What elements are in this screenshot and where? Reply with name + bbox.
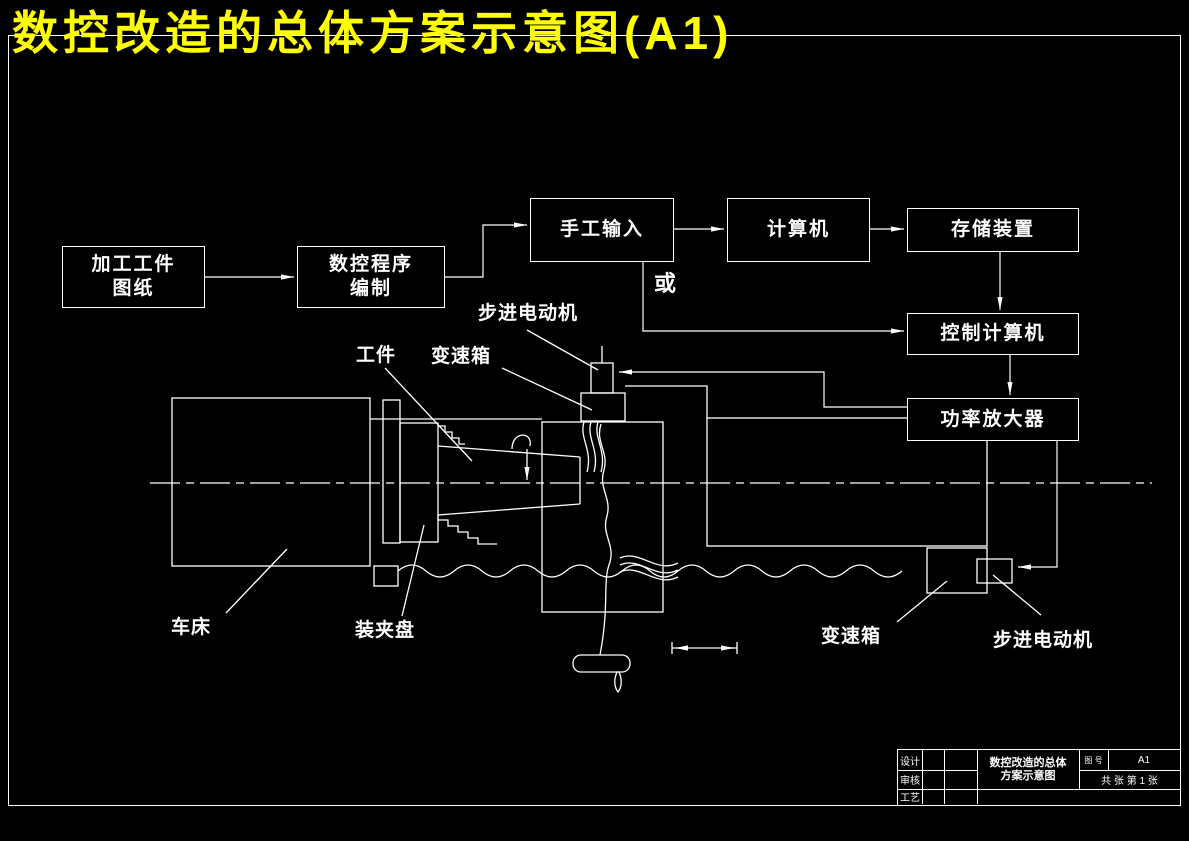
title-block-no-label: 图 号 (1084, 755, 1103, 765)
title-block-drawing-name: 数控改造的总体 方案示意图 (989, 756, 1067, 782)
label-chuck: 装夹盘 (355, 620, 416, 641)
drawing-title: 数控改造的总体方案示意图(A1) (12, 7, 734, 59)
vertical-break-wave (598, 423, 612, 656)
flow-box-control-computer: 控制计算机 (907, 313, 1079, 355)
or-label: 或 (654, 271, 678, 296)
chuck-backplate (382, 399, 401, 544)
flow-box-text: 手工输入 (559, 219, 644, 240)
jaw-steps-bottom (437, 514, 497, 545)
label-gearbox-bottom: 变速箱 (821, 626, 882, 647)
flow-box-text: 编制 (349, 278, 392, 299)
title-block-process: 工艺 (900, 793, 920, 804)
rotation-hook (511, 434, 531, 450)
drawing-border (8, 35, 1181, 806)
lathe-bed (706, 417, 988, 547)
flow-box-text: 存储装置 (950, 219, 1035, 240)
flow-arrows (203, 222, 1058, 570)
feed-gearbox (926, 547, 988, 594)
title-block-sheets: 共 张 第 1 张 (1101, 776, 1158, 787)
headstock (171, 397, 371, 567)
title-block: 设计 审核 工艺 数控改造的总体 方案示意图 图 号 A1 共 张 第 1 张 (897, 749, 1181, 806)
stepper-motor-bottom (976, 558, 1013, 584)
title-block-check: 审核 (900, 776, 920, 787)
title-block-no-value: A1 (1137, 754, 1151, 766)
leadscrew-wave (397, 564, 903, 578)
amp-to-feed-motor-wire (1018, 439, 1058, 570)
flow-box-text: 功率放大器 (940, 408, 1046, 430)
machine-foot (373, 565, 399, 587)
flow-box-text: 图纸 (112, 278, 155, 299)
flow-box-text: 数控程序 (328, 254, 413, 275)
handle-tip (614, 671, 622, 694)
flow-box-manual-input: 手工输入 (530, 198, 674, 262)
flow-box-text: 加工工件 (91, 254, 176, 275)
motor-mount (580, 392, 626, 422)
chuck-body (399, 422, 439, 543)
label-gearbox-top: 变速箱 (431, 346, 492, 367)
spindle-gearbox-housing (541, 421, 664, 613)
flow-box-workpiece-drawing: 加工工件 图纸 (62, 246, 205, 308)
flow-box-computer: 计算机 (727, 198, 870, 262)
dimension-arrow (671, 642, 738, 654)
flow-box-power-amplifier: 功率放大器 (907, 398, 1079, 441)
title-block-design: 设计 (900, 756, 920, 768)
or-branch-wire (642, 260, 904, 334)
workpiece-cone (437, 445, 581, 516)
label-workpiece: 工件 (356, 345, 397, 366)
flow-box-text: 控制计算机 (940, 323, 1046, 344)
label-stepper-top: 步进电动机 (478, 303, 579, 324)
amp-to-spindle-motor-wire (619, 369, 907, 408)
flow-box-storage-device: 存储装置 (907, 208, 1079, 252)
lathe-drawing (171, 329, 1042, 694)
jaw-steps-top (438, 425, 465, 445)
leader-lines (225, 329, 1042, 623)
flow-box-text: 计算机 (766, 219, 830, 240)
label-lathe: 车床 (171, 617, 212, 638)
flow-box-nc-programming: 数控程序 编制 (297, 246, 445, 308)
label-stepper-bottom: 步进电动机 (993, 630, 1094, 651)
handle (572, 654, 631, 673)
